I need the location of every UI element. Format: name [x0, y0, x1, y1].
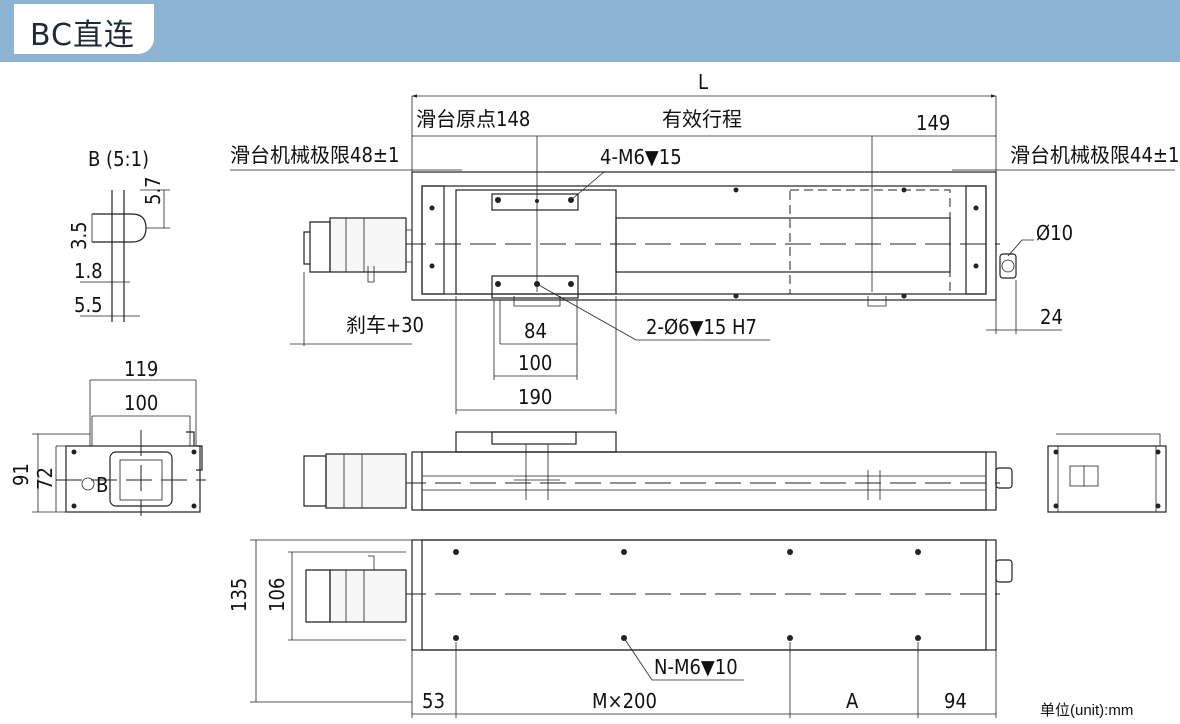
end-dim: 24: [1040, 305, 1063, 329]
mount-holes-callout: N-M6▼10: [654, 655, 738, 679]
page-title: BC直连: [30, 18, 136, 53]
end-view-right: [1047, 433, 1167, 513]
detail-dim-1: 3.5: [67, 221, 91, 250]
header-bar: BC直连: [0, 0, 1180, 62]
top-view: L 滑台原点148 有效行程 149 滑台机械极限48±1 滑台机械极限44±1: [230, 70, 1179, 414]
mech-limit-left: 滑台机械极限48±1: [230, 143, 399, 167]
spacing-53: 53: [422, 689, 445, 713]
diameter-callout: Ø10: [1036, 221, 1073, 245]
mech-limit-right: 滑台机械极限44±1: [1010, 143, 1179, 167]
end-dim-119: 119: [124, 357, 158, 381]
title-tab: [14, 4, 154, 54]
side-view: [303, 431, 1013, 511]
detail-dim-4: 5.5: [74, 293, 103, 317]
slider-dim-190: 190: [518, 385, 552, 409]
slider-dim-100: 100: [518, 351, 552, 375]
detail-label: B (5:1): [88, 147, 149, 171]
dim-end-offset: 149: [916, 111, 950, 135]
end-view-left: 119 100 B 91 72: [9, 357, 206, 516]
bottom-dim-135: 135: [227, 578, 251, 612]
unit-note: 单位(unit):mm: [1040, 702, 1134, 719]
detail-dim-3: 1.8: [74, 259, 103, 283]
spacing-94: 94: [944, 689, 967, 713]
end-dim-72: 72: [33, 467, 57, 490]
slider-holes-callout: 4-M6▼15: [600, 145, 682, 169]
dim-origin: 滑台原点148: [416, 107, 530, 131]
brake-label: 刹车+30: [346, 313, 424, 337]
dim-length: L: [698, 70, 708, 94]
bottom-dim-106: 106: [265, 578, 289, 612]
pin-holes-callout: 2-Ø6▼15 H7: [646, 315, 757, 339]
spacing-a: A: [846, 689, 859, 713]
end-dim-100: 100: [124, 391, 158, 415]
end-dim-91: 91: [9, 463, 33, 486]
slider-dim-84: 84: [524, 319, 547, 343]
spacing-m200: M×200: [592, 689, 657, 713]
detail-dim-2: 5.7: [141, 176, 165, 205]
detail-mark-b: B: [96, 473, 108, 497]
detail-view-b: B (5:1) 3.5 5.7 1.8 5.5: [67, 147, 170, 322]
bottom-view: 135 106 N-M6▼10 53 M×200 A 94: [227, 539, 1013, 718]
dim-stroke: 有效行程: [662, 107, 742, 131]
